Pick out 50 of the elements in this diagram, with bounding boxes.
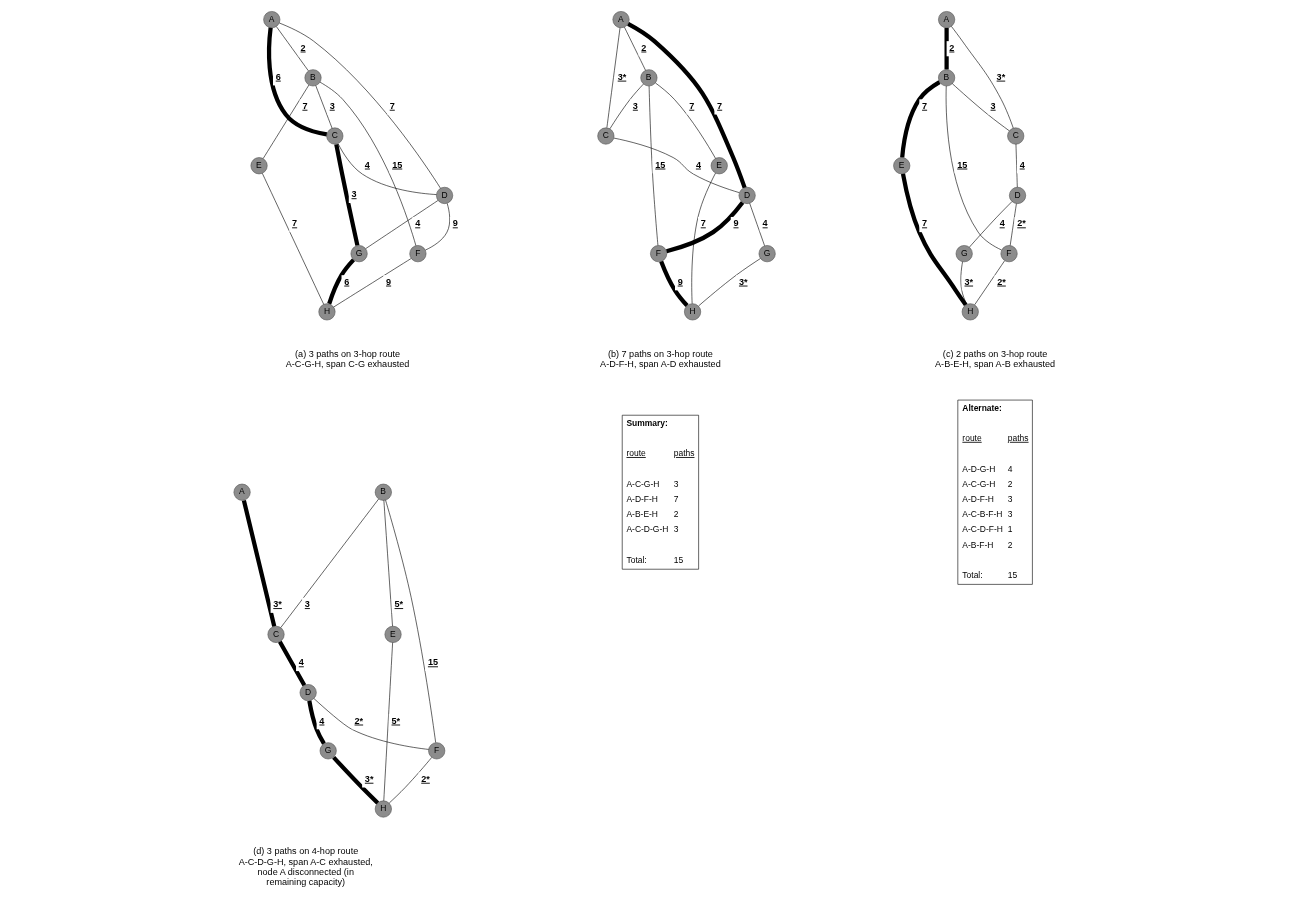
label: (c) 2 paths on 3-hop route A-B-E-H, span A-B exhausted: [935, 348, 1056, 369]
edge-label: 3: [351, 188, 357, 199]
edge-label: 7: [922, 100, 928, 111]
edge-label: 4: [298, 656, 304, 667]
edge-label: 4: [762, 217, 768, 228]
edge-label: 4: [364, 159, 370, 170]
edge-label: 2: [949, 42, 955, 53]
edge-label: 3: [329, 100, 335, 111]
edge-label: 2*: [997, 276, 1006, 287]
edge-label: 9: [386, 276, 392, 287]
edge-label: 4: [695, 159, 701, 170]
edge-label: 2: [300, 42, 306, 53]
edge-label: 2*: [1017, 217, 1026, 228]
edge-label: 15: [655, 159, 666, 170]
edge-label: 3*: [996, 71, 1006, 82]
edge-label: 3*: [738, 276, 748, 287]
edge-label: 3*: [964, 276, 974, 287]
edge-label: 2: [641, 42, 647, 53]
label: (b) 7 paths on 3-hop route A-D-F-H, span A-D exhausted: [600, 348, 721, 369]
edge-label: 5*: [394, 598, 404, 609]
label: (a) 3 paths on 3-hop route A-C-G-H, span C-G exhausted: [285, 348, 410, 369]
edge-label: 15: [427, 656, 439, 667]
edge-label: 2*: [421, 773, 430, 784]
edge-label: 7: [717, 100, 723, 111]
edge-label: 7: [292, 217, 298, 228]
edge-label: 3: [632, 100, 638, 111]
edge-label: 4: [999, 217, 1005, 228]
edge-label: 15: [392, 159, 403, 170]
edge-label: 4: [1019, 159, 1025, 170]
edge-label: 7: [302, 100, 308, 111]
edge-label: 4: [319, 715, 325, 726]
edge-label: 4: [415, 217, 421, 228]
edge-label: 3*: [364, 773, 374, 784]
edge-label: 3: [304, 598, 310, 609]
edge-label: 9: [733, 217, 739, 228]
edge-label: 3: [990, 100, 996, 111]
label: (d) 3 paths on 4-hop route A-C-D-G-H, span A-C exhausted, node A disconnected (in remaining capacity): [238, 845, 373, 887]
edge-label: 5*: [391, 715, 401, 726]
edge-label: 9: [452, 217, 458, 228]
edge-label: 9: [677, 276, 683, 287]
edge-label: 7: [389, 100, 395, 111]
edge-label: 7: [689, 100, 695, 111]
edge-label: 15: [957, 159, 968, 170]
edge-label: 3*: [273, 598, 282, 609]
edge-label: 6: [344, 276, 350, 287]
edge-label: 7: [700, 217, 706, 228]
edge-label: 7: [922, 217, 928, 228]
edge-label: 3*: [617, 71, 627, 82]
edge-label: 2*: [354, 715, 364, 726]
edge-label: 6: [275, 71, 281, 82]
